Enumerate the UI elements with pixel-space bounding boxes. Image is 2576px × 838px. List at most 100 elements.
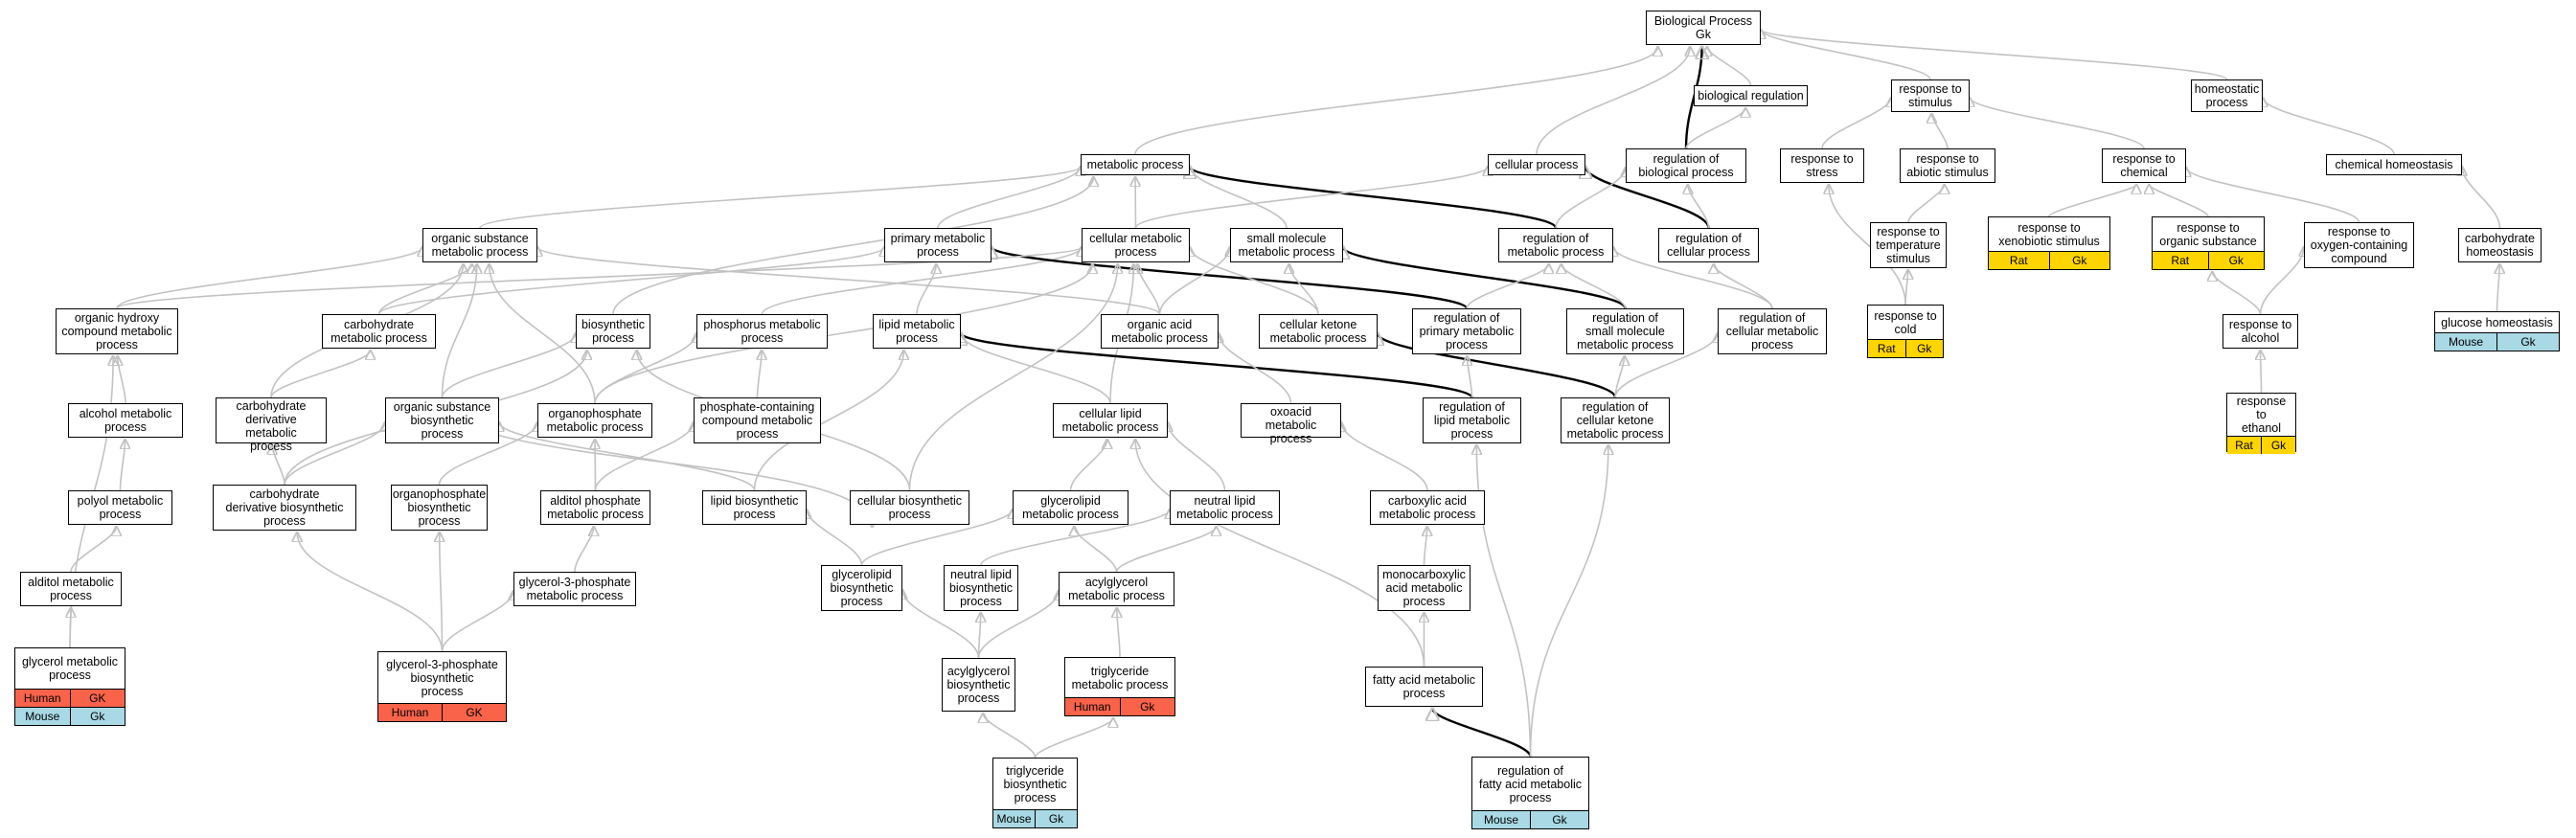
node-label: neutral lipid biosynthetic process [948,568,1013,608]
node-label: biological regulation [1698,89,1804,102]
edge-regmet-to-met [1190,167,1558,230]
node-regfa: regulation of fatty acid metabolic proce… [1471,757,1589,829]
annotation-tag-human: Human [1065,698,1120,715]
annotation-tag-rat: Gk [1904,340,1943,357]
edge-nlmp-to-clmp [1168,422,1226,491]
node-ketone: cellular ketone metabolic process [1259,314,1378,349]
edge-ralc-to-rorg [2212,272,2262,315]
node-label: response to stimulus [1899,82,1962,109]
edge-oxo-to-oacid [1219,333,1292,404]
annotation-tag-rat: Rat [2227,437,2261,454]
edge-regcmp-to-regmet [1613,247,1773,309]
edge-gluh-to-carbh [2497,264,2500,312]
annotation-tag-mouse: Mouse [2435,333,2496,351]
annotation-tag-rat: Rat [1989,252,2049,269]
node-phos: phosphorus metabolic process [696,314,828,349]
edge-glbp-to-glmp [860,510,1014,566]
edge-pmp-to-met [937,167,1081,229]
node-nlmp: neutral lipid metabolic process [1170,490,1280,525]
edge-osm-to-met [479,167,1081,229]
annotation-tag-mouse: Gk [1530,811,1588,828]
edge-rorg-to-rchem [2149,185,2209,217]
edge-rstim-to-bp [1761,30,1931,80]
annotation-tag-human: Gk [1119,698,1174,715]
edge-opm-to-cmp [594,264,1092,404]
edge-alc-to-ohc [118,356,126,404]
node-opb: organophosphate biosynthetic process [391,485,488,531]
edge-aldmp-to-polyol [70,527,116,573]
edge-ketone-to-cmp [1190,247,1319,315]
annotation-tag-rat: Gk [2261,437,2295,454]
node-label: Biological Process Gk [1653,14,1753,41]
edge-regbio-to-breg [1685,108,1745,149]
node-label: glycerolipid biosynthetic process [830,568,894,608]
edge-breg-to-bp [1707,47,1752,86]
edge-fam-to-clmp [1135,440,1425,668]
node-glmp: glycerolipid metabolic process [1013,490,1128,525]
node-label: cellular metabolic process [1089,232,1182,259]
node-rtemp: response to temperature stimulus [1870,222,1947,268]
node-label: regulation of lipid metabolic process [1433,400,1511,441]
node-label: glycerol metabolic process [21,655,119,682]
node-aldmp: alditol metabolic process [20,572,122,606]
edge-oacid-to-osm [537,247,1161,315]
node-label: monocarboxylic acid metabolic process [1382,568,1466,608]
node-label: organic substance biosynthetic process [393,400,491,441]
node-label: small molecule metabolic process [1238,232,1335,259]
annotation-tag-rat: Gk [2048,252,2109,269]
node-cdbp: carbohydrate derivative biosynthetic pro… [213,485,356,531]
node-osb: organic substance biosynthetic process [385,397,499,443]
annotation-tag-rat: Gk [2207,252,2264,269]
node-label: response to temperature stimulus [1876,225,1941,265]
node-label: cellular biosynthetic process [856,494,963,521]
node-nlbp: neutral lipid biosynthetic process [944,565,1018,611]
edge-g3pb-to-g3pm [441,591,514,652]
edge-carbh-to-chemh [2462,167,2501,229]
edge-oacid-to-smmp [1158,247,1231,315]
edge-ohc-to-osm [116,247,422,309]
node-label: carbohydrate derivative metabolic proces… [236,399,307,453]
node-label: carbohydrate derivative biosynthetic pro… [225,487,344,528]
node-osm: organic substance metabolic process [422,228,537,262]
node-agbp: acylglycerol biosynthetic process [942,658,1015,712]
node-rchem: response to chemical [2102,148,2186,183]
edge-cmp-to-cell [1134,167,1489,229]
edge-g3pb-to-cdbp [297,532,444,652]
node-label: lipid biosynthetic process [710,494,799,521]
edge-chemh-to-homeo [2263,98,2395,155]
node-label: alditol metabolic process [28,576,114,602]
edge-lipid-to-pmp [916,264,936,315]
node-carbh: carbohydrate homeostasis [2458,228,2542,262]
node-homeo: homeostatic process [2191,79,2263,112]
node-carb: carbohydrate metabolic process [322,314,436,349]
edge-roxy-to-rchem [2186,168,2360,223]
node-label: metabolic process [1086,158,1184,171]
edge-polyol-to-alc [119,440,125,491]
node-smmp: small molecule metabolic process [1230,228,1343,262]
edge-regfa-to-regket [1529,445,1608,758]
node-label: regulation of cellular metabolic process [1725,311,1819,351]
edge-reglipid-to-regpmp [1467,356,1473,398]
node-ralc: response to alcohol [2223,314,2298,349]
edge-mono-to-carbox [1425,527,1427,566]
annotation-tag-human: Human [15,690,70,707]
node-label: acylglycerol metabolic process [1068,576,1165,602]
node-aldp: alditol phosphate metabolic process [540,490,650,525]
edge-regsmm-to-regmet [1562,264,1627,309]
edge-rchem-to-rstim [1970,98,2145,149]
node-carbox: carboxylic acid metabolic process [1370,490,1485,525]
edge-rstress-to-rstim [1821,98,1891,149]
node-label: regulation of biological process [1638,152,1734,179]
